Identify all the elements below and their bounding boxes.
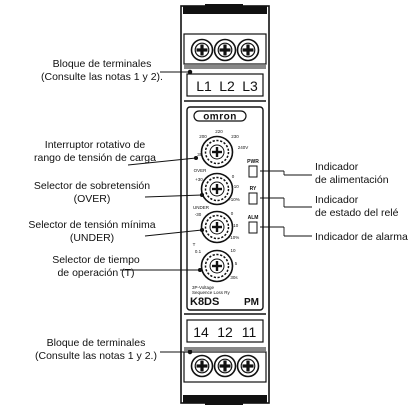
callout-line: (UNDER) xyxy=(69,232,115,244)
callout-line: Interruptor rotativo de xyxy=(44,139,146,151)
callout-line: (Consulte las notas 1 y 2.) xyxy=(35,350,157,362)
callout-line: Indicador de alarma xyxy=(315,231,408,243)
callout-load-voltage-switch: Interruptor rotativo de rango de tensión… xyxy=(20,139,170,165)
callout-overvoltage-selector: Selector de sobretensión (OVER) xyxy=(12,180,172,206)
indicator-label-alm: ALM xyxy=(248,215,259,221)
dial-scale-label: 0 xyxy=(231,211,234,216)
callout-power-indicator: Indicador de alimentación xyxy=(315,161,389,187)
dial-scale-label: +10 xyxy=(231,184,239,189)
callout-line: Selector de tensión mínima xyxy=(28,219,156,231)
callout-line: Indicador xyxy=(315,161,359,173)
dial-scale-label: UNDER xyxy=(193,205,210,210)
indicator-label-ry: RY xyxy=(250,186,257,192)
callout-terminal-block-top: Bloque de terminales (Consulte las notas… xyxy=(22,58,182,84)
callout-line: Bloque de terminales xyxy=(46,337,146,349)
indicator-label-pwr: PWR xyxy=(247,159,259,165)
callout-line: Selector de sobretensión xyxy=(33,180,151,192)
undervoltage-dial xyxy=(200,210,234,244)
callout-alarm-indicator: Indicador de alarma xyxy=(315,231,408,244)
dial-scale-label: 0.1 xyxy=(195,249,202,254)
dial-scale-label: -30 xyxy=(195,212,202,217)
callout-terminal-block-bottom: Bloque de terminales (Consulte las notas… xyxy=(16,337,176,363)
callout-line: (OVER) xyxy=(73,193,111,205)
callout-line: de operación (T) xyxy=(57,267,135,279)
callout-line: de estado del relé xyxy=(315,207,399,219)
callout-undervoltage-selector: Selector de tensión mínima (UNDER) xyxy=(6,219,178,245)
relay-body xyxy=(180,4,270,405)
dial-scale-label: -10 xyxy=(232,223,239,228)
terminal-screw-top-l3 xyxy=(236,38,260,62)
terminal-screw-top-l2 xyxy=(213,38,237,62)
terminal-label: 11 xyxy=(242,324,257,340)
terminal-label: L2 xyxy=(219,78,235,94)
callout-relay-status-indicator: Indicador de estado del relé xyxy=(315,194,398,220)
brand-plate xyxy=(193,110,247,122)
dial-scale-label: 30s xyxy=(230,275,238,280)
callout-line: (Consulte las notas 1 y 2). xyxy=(41,71,163,83)
dial-scale-label: -10% xyxy=(229,235,240,240)
callout-operating-time-selector: Selector de tiempo de operación (T) xyxy=(36,254,156,280)
terminal-screw-bottom-14 xyxy=(190,354,214,378)
relay-led-icon xyxy=(248,192,258,205)
small-print: 3P-Voltage xyxy=(192,285,215,290)
brand-logo: omron xyxy=(203,112,237,123)
dial-scale-label: 5 xyxy=(235,261,238,266)
terminal-label: L1 xyxy=(196,78,212,94)
callout-line: Selector de tiempo xyxy=(52,254,140,266)
terminal-screw-top-l1 xyxy=(190,38,214,62)
small-print: Sequence Loss Ry xyxy=(192,290,231,295)
terminal-label: L3 xyxy=(242,78,258,94)
callout-line: Indicador xyxy=(315,194,359,206)
terminal-label: 14 xyxy=(193,324,209,340)
callout-line: de alimentación xyxy=(315,174,389,186)
dial-scale-label: OVER xyxy=(194,168,208,173)
leader-lines xyxy=(120,69,312,355)
operating-time-dial xyxy=(200,249,234,283)
terminal-screw-bottom-12 xyxy=(213,354,237,378)
model-suffix: PM xyxy=(244,297,259,308)
dial-scale-label: 380 xyxy=(197,152,205,157)
dial-scale-label: 200 xyxy=(199,134,207,139)
load-voltage-range-dial xyxy=(200,135,234,169)
overvoltage-dial xyxy=(200,172,234,206)
dial-scale-label: +30 xyxy=(195,177,203,182)
alarm-led-icon xyxy=(248,221,258,234)
dial-scale-label: 0 xyxy=(232,174,235,179)
callout-line: Bloque de terminales xyxy=(52,58,152,70)
dial-scale-label: +10% xyxy=(228,197,240,202)
dial-scale-label: 10 xyxy=(230,248,236,253)
power-led-icon xyxy=(248,165,258,178)
dial-scale-label: T xyxy=(193,242,196,247)
dial-scale-label: 220 xyxy=(215,129,223,134)
terminal-screw-bottom-11 xyxy=(236,354,260,378)
dial-scale-label: 230 xyxy=(231,134,239,139)
terminal-label: 12 xyxy=(217,324,233,340)
model-label: K8DS xyxy=(190,296,219,308)
dial-scale-label: 240V xyxy=(238,145,249,150)
callout-line: rango de tensión de carga xyxy=(33,152,156,164)
